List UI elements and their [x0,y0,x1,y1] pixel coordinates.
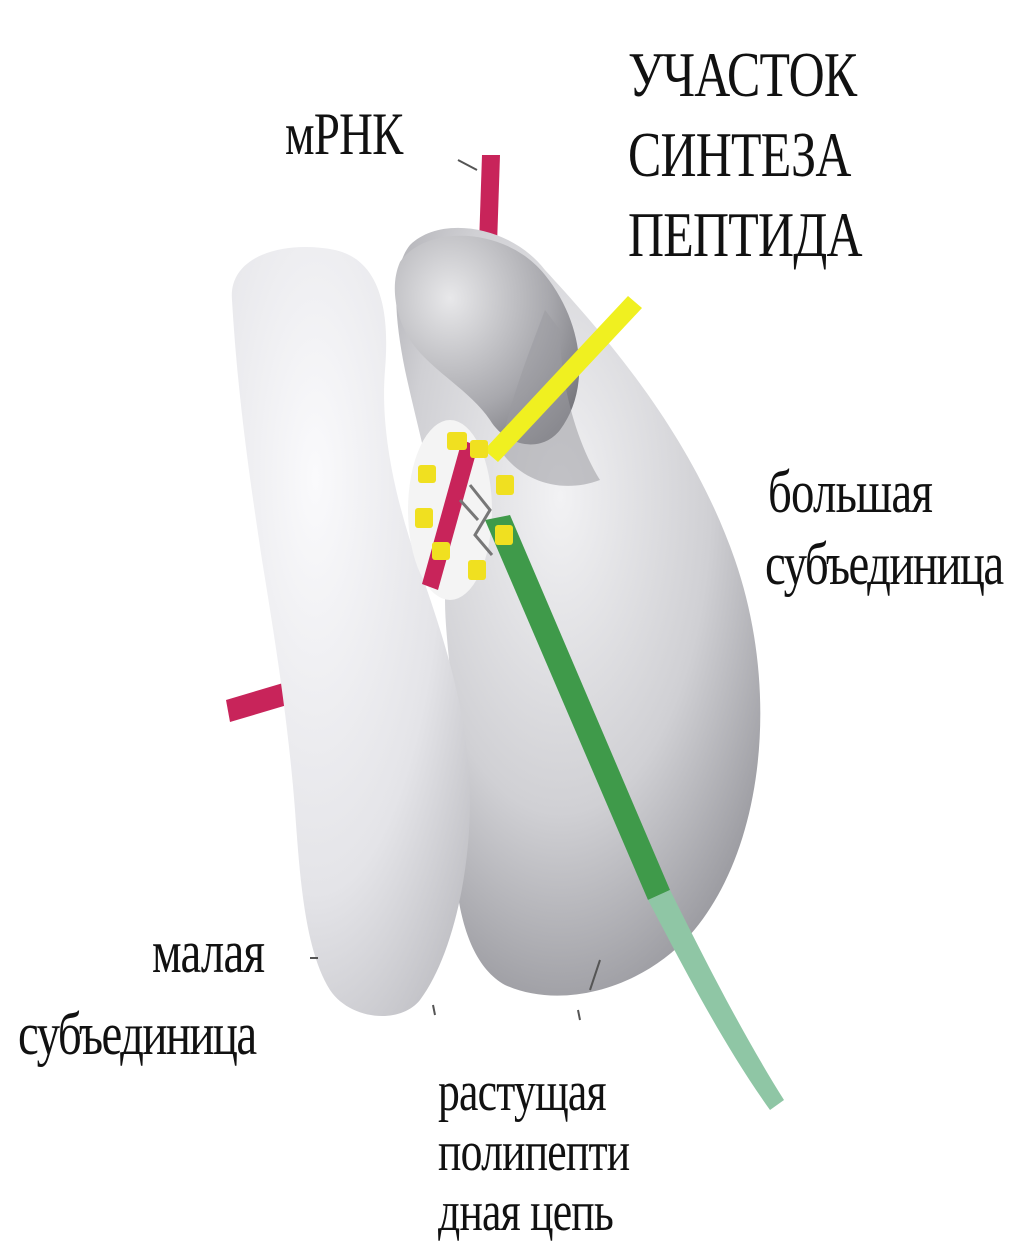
synthesis-site-label-line1: УЧАСТОК [628,38,856,112]
site-marker [468,560,486,580]
site-marker [495,525,513,545]
small-subunit-label-line1: малая [152,918,264,987]
polypeptide-label-line1: растущая [438,1060,606,1124]
large-subunit-label-line2: субъединица [765,530,1003,599]
synthesis-site-label-line2: СИНТЕЗА [628,118,851,192]
polypeptide-label-line3: дная цепь [438,1180,613,1244]
mrna-label: мРНК [285,100,403,169]
large-subunit-label-line1: большая [768,458,932,527]
polypeptide-chain-tail [648,890,784,1110]
site-marker [415,508,433,528]
synthesis-site-label-line3: ПЕПТИДА [628,198,862,272]
site-marker [432,542,450,560]
site-marker [470,440,488,458]
small-subunit-label-line2: субъединица [18,1000,256,1069]
polypeptide-label-line2: полипепти [438,1120,629,1184]
site-marker [496,475,514,495]
site-marker [418,465,436,483]
site-marker [447,432,467,450]
